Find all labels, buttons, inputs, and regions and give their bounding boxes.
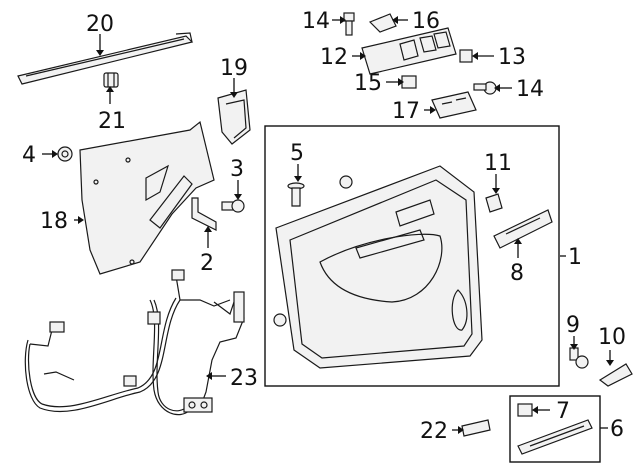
part-2-bracket <box>191 197 217 231</box>
callout-11: 11 <box>484 151 512 176</box>
part-6-trim-strip <box>517 419 593 455</box>
part-16-clip <box>368 13 397 33</box>
callout-10: 10 <box>598 325 626 350</box>
part-9-bolt <box>569 347 589 369</box>
part-11-clip <box>485 193 503 213</box>
panel-clip-upper <box>339 175 353 189</box>
callout-7: 7 <box>556 399 570 424</box>
part-19-bracket <box>217 89 251 145</box>
callout-3: 3 <box>230 157 244 182</box>
callout-22: 22 <box>420 419 448 444</box>
callout-23: 23 <box>230 366 258 391</box>
part-1-frame <box>264 125 560 387</box>
callout-12: 12 <box>320 45 348 70</box>
part-13-clip <box>459 49 473 63</box>
callout-18: 18 <box>40 209 68 234</box>
callout-14-right: 14 <box>516 77 544 102</box>
part-6-frame <box>509 395 601 463</box>
part-1-door-trim-panel <box>275 165 483 369</box>
part-5-push-pin <box>287 182 305 207</box>
part-7-clip <box>517 403 533 417</box>
callout-16: 16 <box>412 9 440 34</box>
panel-clip-lower <box>273 313 287 327</box>
part-3-bolt <box>221 199 245 213</box>
part-12-window-switch-bezel <box>361 27 457 75</box>
part-21-clip <box>103 72 119 88</box>
callout-19: 19 <box>220 56 248 81</box>
callout-5: 5 <box>290 141 304 166</box>
part-17-window-switch <box>431 91 477 119</box>
callout-1: 1 <box>568 245 582 270</box>
leader-lines <box>42 16 614 434</box>
part-14-screw-right <box>473 81 497 95</box>
part-8-door-handle <box>493 209 553 249</box>
callout-20: 20 <box>86 12 114 37</box>
callout-14-top: 14 <box>302 9 330 34</box>
part-15-clip <box>401 75 417 89</box>
part-10-cap <box>598 363 633 387</box>
callout-2: 2 <box>200 251 214 276</box>
callout-labels: 20 21 19 4 18 2 3 23 5 11 8 1 9 10 7 6 2… <box>22 9 626 444</box>
callout-13: 13 <box>498 45 526 70</box>
callout-4: 4 <box>22 143 36 168</box>
callout-21: 21 <box>98 109 126 134</box>
callout-9: 9 <box>566 313 580 338</box>
callout-6: 6 <box>610 417 624 442</box>
part-14-screw-top <box>343 12 355 36</box>
callout-15: 15 <box>354 71 382 96</box>
part-23-wiring-harness <box>24 269 245 416</box>
part-20-belt-weatherstrip <box>17 32 194 85</box>
callout-8: 8 <box>510 261 524 286</box>
part-4-push-pin <box>57 146 73 162</box>
part-18-water-deflector <box>79 120 215 275</box>
callout-17: 17 <box>392 99 420 124</box>
part-22-label <box>461 419 491 437</box>
